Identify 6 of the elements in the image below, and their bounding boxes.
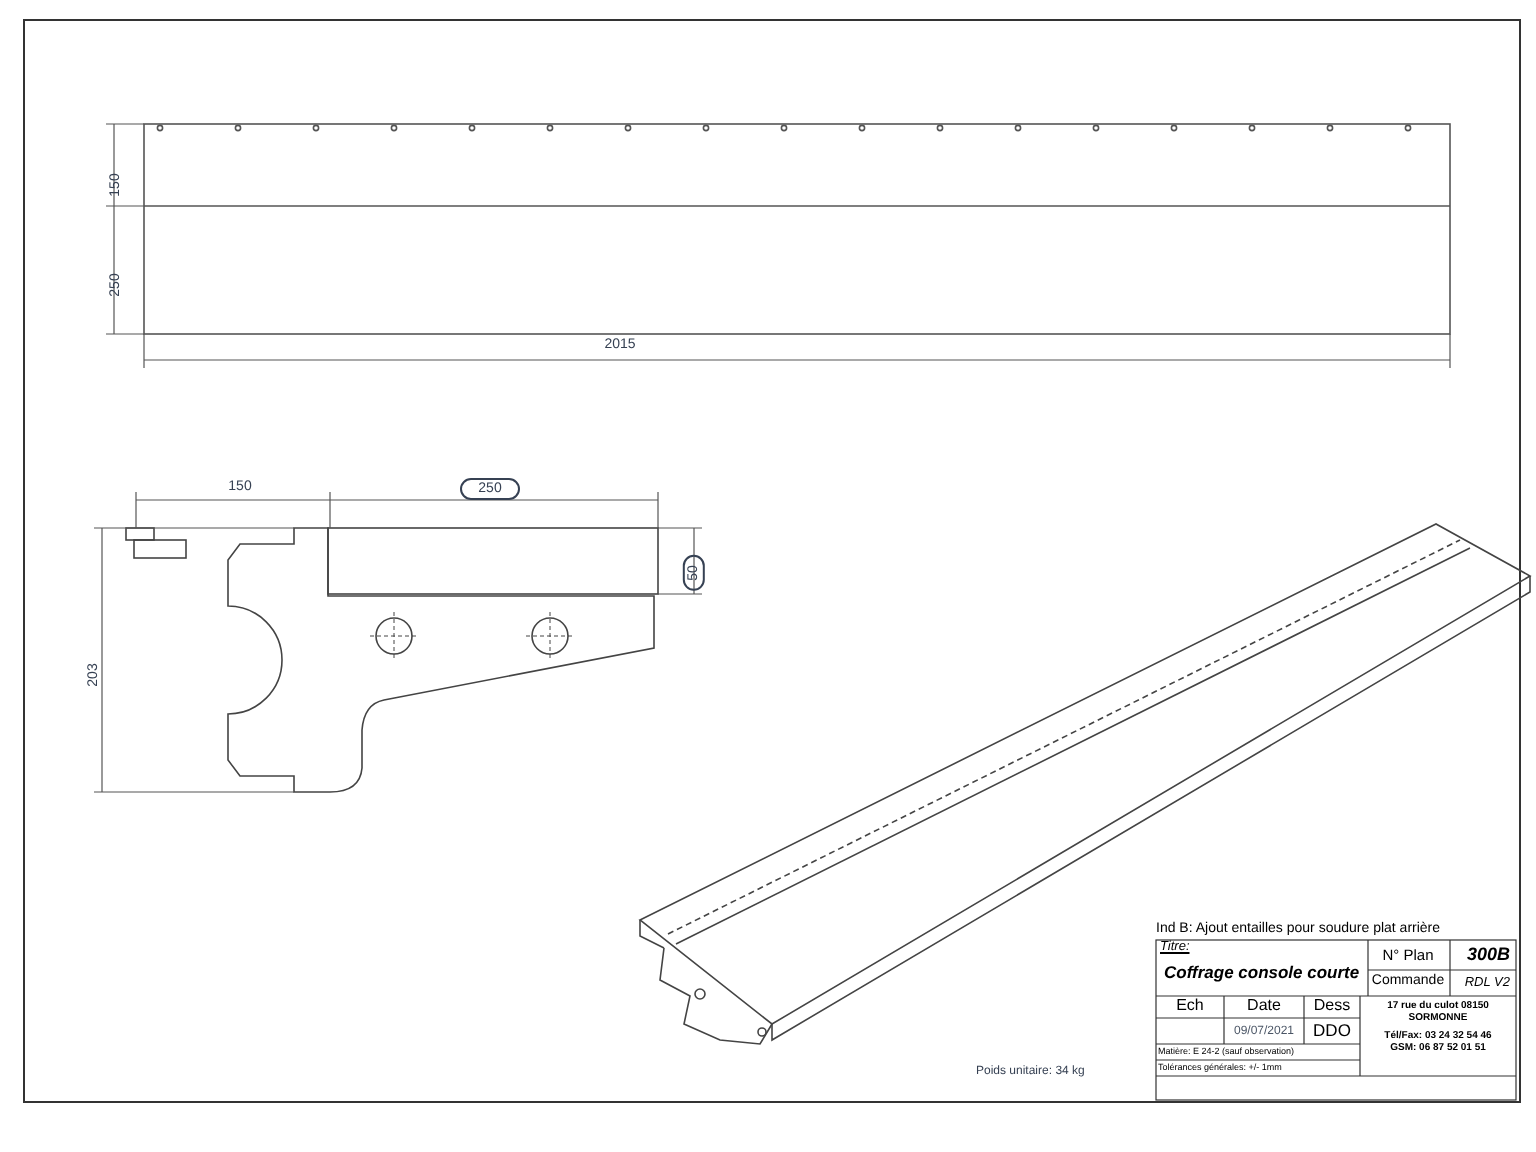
title-block-text: Date <box>1245 996 1283 1016</box>
title-block-text: Ech <box>1174 996 1206 1016</box>
title-block-text: Dess <box>1311 996 1353 1016</box>
title-block-text: 300B <box>1464 944 1512 967</box>
drawing-title: Coffrage console courte <box>1164 960 1362 986</box>
title-block-text: DDO <box>1311 1020 1353 1042</box>
